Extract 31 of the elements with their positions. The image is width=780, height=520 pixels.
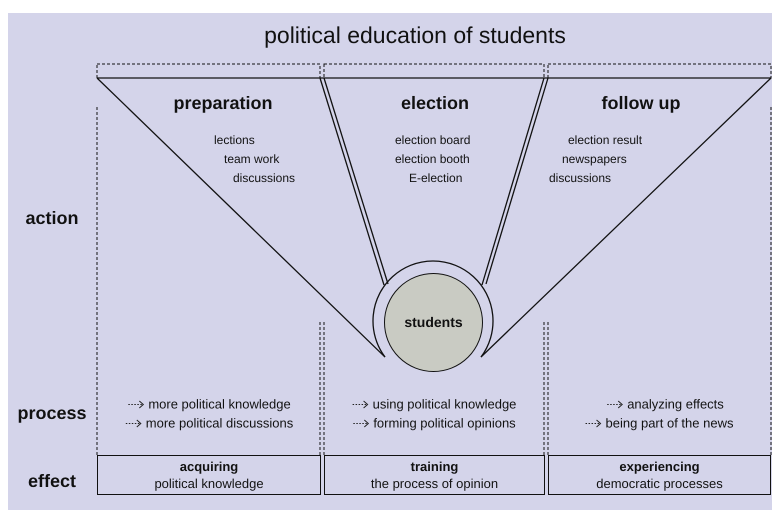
- row-label: action: [26, 207, 78, 229]
- activity-item: election result: [568, 132, 642, 148]
- process-item: analyzing effects: [627, 396, 724, 412]
- activity-item: discussions: [233, 170, 296, 186]
- activity-item: lections: [214, 132, 255, 148]
- effect-description: the process of opinion: [370, 475, 498, 492]
- effect-title: acquiring: [180, 458, 238, 475]
- process-item: more political knowledge: [148, 396, 291, 412]
- diagram-title: political education of students: [263, 21, 567, 50]
- activity-item: newspapers: [562, 151, 627, 167]
- effect-title: training: [410, 458, 458, 475]
- effect-box: [324, 455, 545, 495]
- effect-box: [97, 455, 321, 495]
- activity-item: election board: [395, 132, 470, 148]
- process-item: more political discussions: [146, 414, 294, 432]
- stage-heading: follow up: [602, 92, 680, 114]
- activity-item: team work: [224, 151, 280, 167]
- effect-title: experiencing: [619, 458, 700, 475]
- effect-box: [548, 455, 771, 495]
- row-label: effect: [28, 470, 76, 492]
- stage-heading: election: [400, 92, 470, 114]
- activity-item: E-election: [409, 170, 462, 186]
- stage-heading: preparation: [173, 92, 273, 114]
- process-item: being part of the news: [606, 414, 734, 432]
- effect-description: political knowledge: [154, 475, 264, 492]
- effect-description: democratic processes: [596, 475, 723, 492]
- activity-item: discussions: [549, 170, 612, 186]
- process-item: using political knowledge: [372, 396, 516, 412]
- row-label: process: [17, 402, 87, 424]
- activity-item: election booth: [395, 151, 470, 167]
- process-item: forming political opinions: [373, 414, 516, 432]
